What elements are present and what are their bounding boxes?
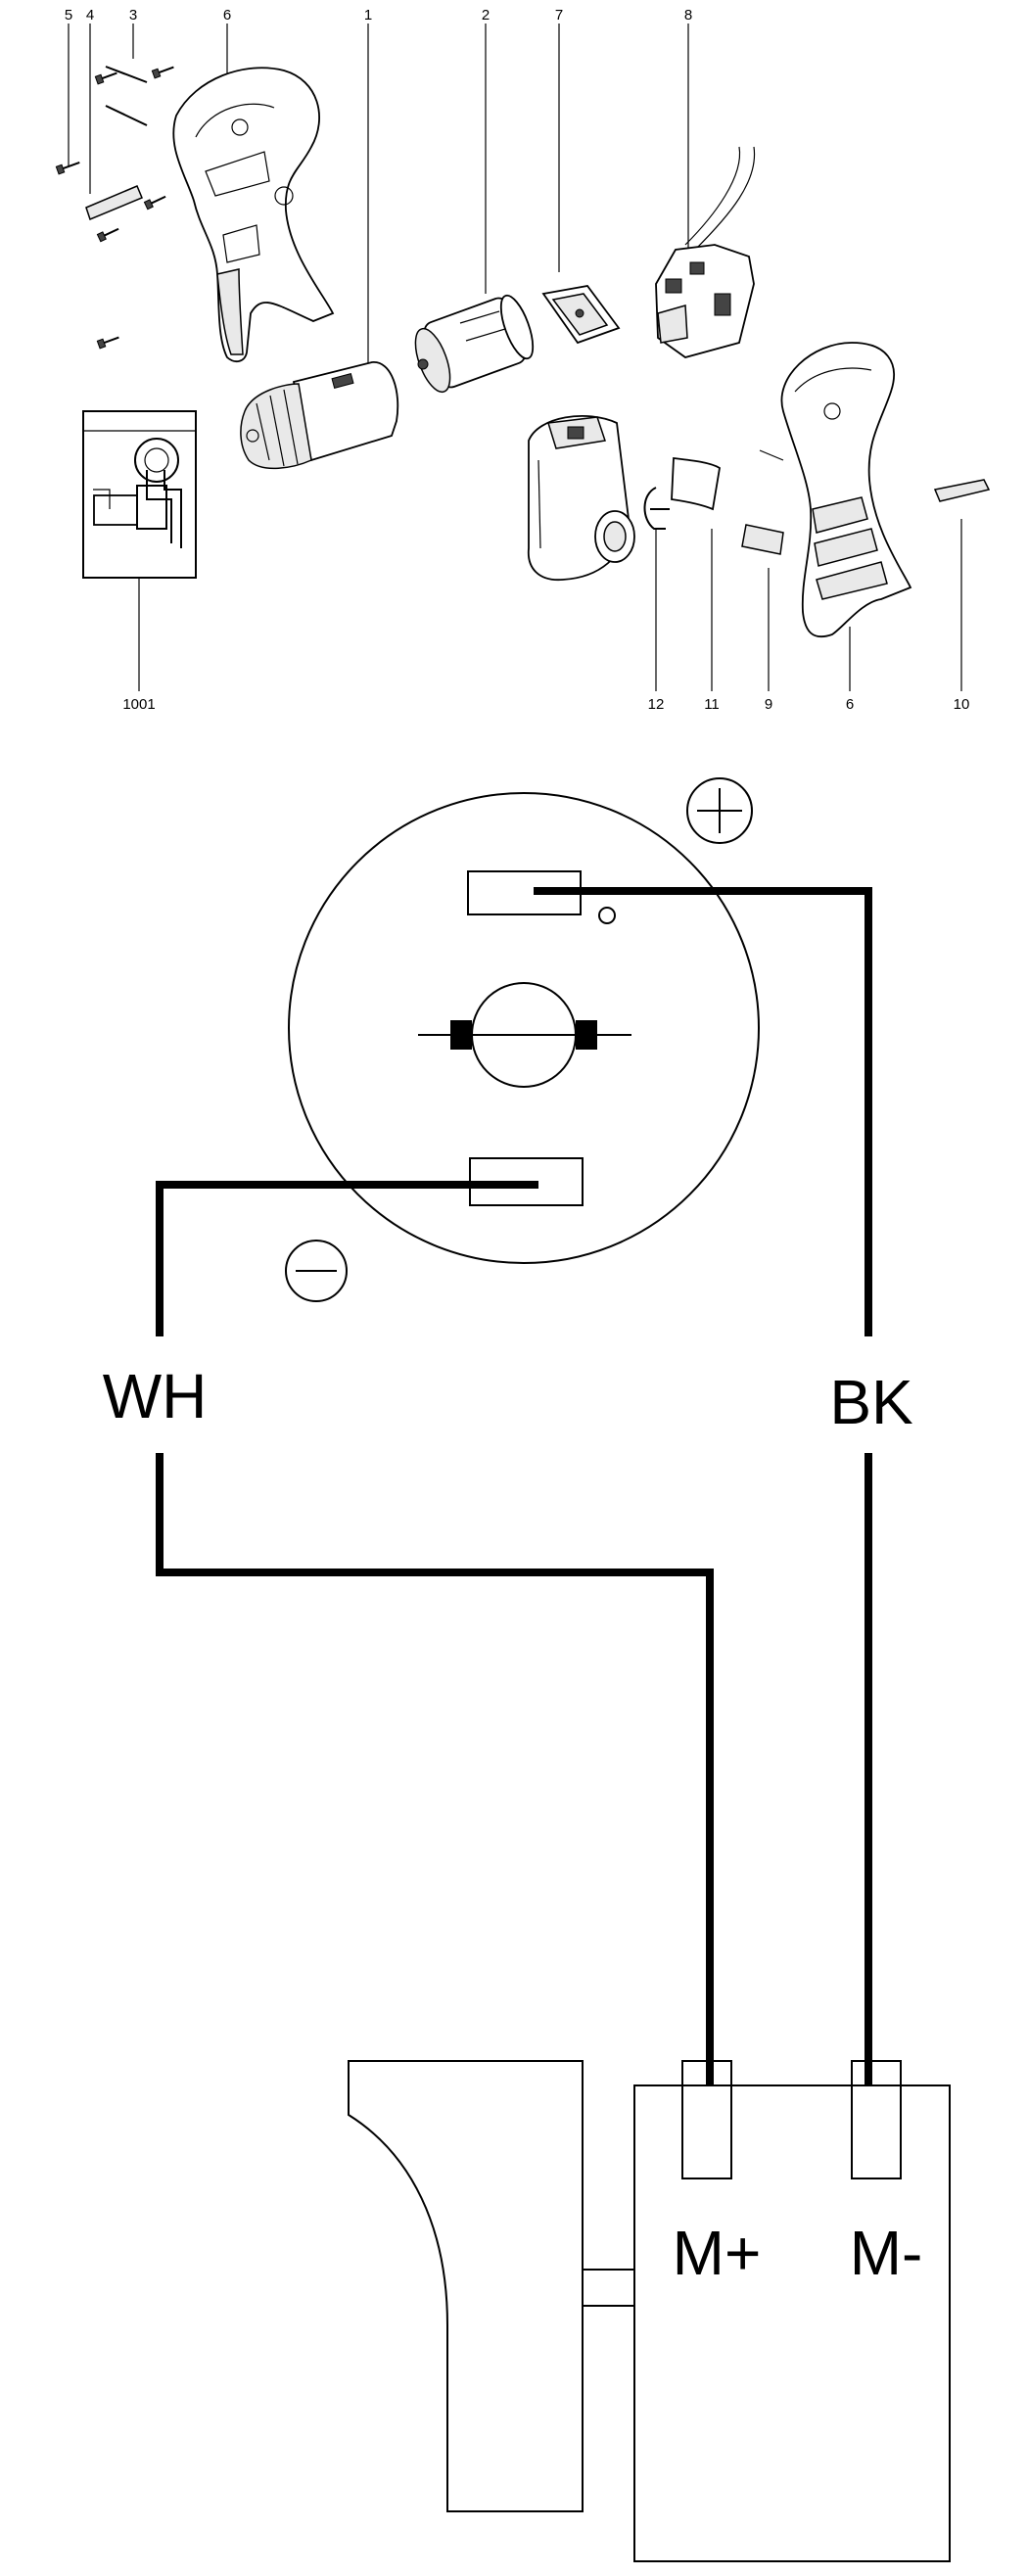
part-label-1: 1: [364, 7, 372, 23]
housing-half-left: [172, 67, 335, 363]
housing-half-right: [759, 342, 912, 638]
motor-outline: [288, 792, 760, 1264]
trigger-illustration: [348, 2060, 584, 2512]
minus-symbol-icon: [285, 1240, 348, 1302]
black-wire: [534, 887, 872, 1336]
terminal-label-m-minus: M-: [850, 2218, 923, 2288]
part-label-9: 9: [765, 696, 772, 713]
white-wire-lower: [156, 1453, 714, 2085]
belt-clip-12: [643, 487, 670, 530]
part-label-10: 10: [954, 696, 970, 713]
part-label-3: 3: [129, 7, 137, 23]
part-label-6-bottom: 6: [846, 696, 854, 713]
terminal-label-m-plus: M+: [673, 2218, 762, 2288]
part-label-7: 7: [555, 7, 563, 23]
label-strip-11: [671, 456, 721, 511]
part-label-12: 12: [648, 696, 665, 713]
direction-switch-7: [541, 285, 621, 345]
battery-pack-illustration: [528, 415, 635, 581]
pin-illustrations: [105, 66, 148, 126]
gearbox-chuck-illustration: [240, 361, 399, 470]
wire-label-white: WH: [103, 1361, 208, 1431]
part-label-2: 2: [482, 7, 490, 23]
label-plate-9: [741, 524, 784, 555]
part-label-4: 4: [86, 7, 94, 23]
exploded-parts-view: 5 4 3 6 1 2 7 8 1001 12 11 9 6 10: [55, 7, 991, 713]
part-label-1001: 1001: [122, 696, 155, 713]
plus-symbol-icon: [686, 777, 753, 844]
part-label-8: 8: [684, 7, 692, 23]
marker-dot: [598, 907, 616, 924]
wiring-diagram: WH BK M+ M-: [103, 777, 951, 2562]
switch-terminal-minus: [851, 2060, 902, 2179]
screw-illustrations: [55, 66, 174, 350]
part-label-5: 5: [65, 7, 72, 23]
part-label-11: 11: [704, 696, 720, 713]
switch-box: [633, 2084, 951, 2562]
label-plate-4: [85, 185, 143, 221]
motor-illustration: [414, 294, 535, 394]
part-label-6-top: 6: [223, 7, 231, 23]
wire-label-black: BK: [829, 1367, 912, 1437]
label-plate-10: [933, 479, 991, 502]
inset-detail-1001: [82, 410, 197, 579]
white-wire: [156, 1181, 538, 1336]
electronic-switch-8: [655, 146, 756, 358]
leader-lines: [68, 23, 962, 691]
armature-symbol: [418, 982, 631, 1088]
